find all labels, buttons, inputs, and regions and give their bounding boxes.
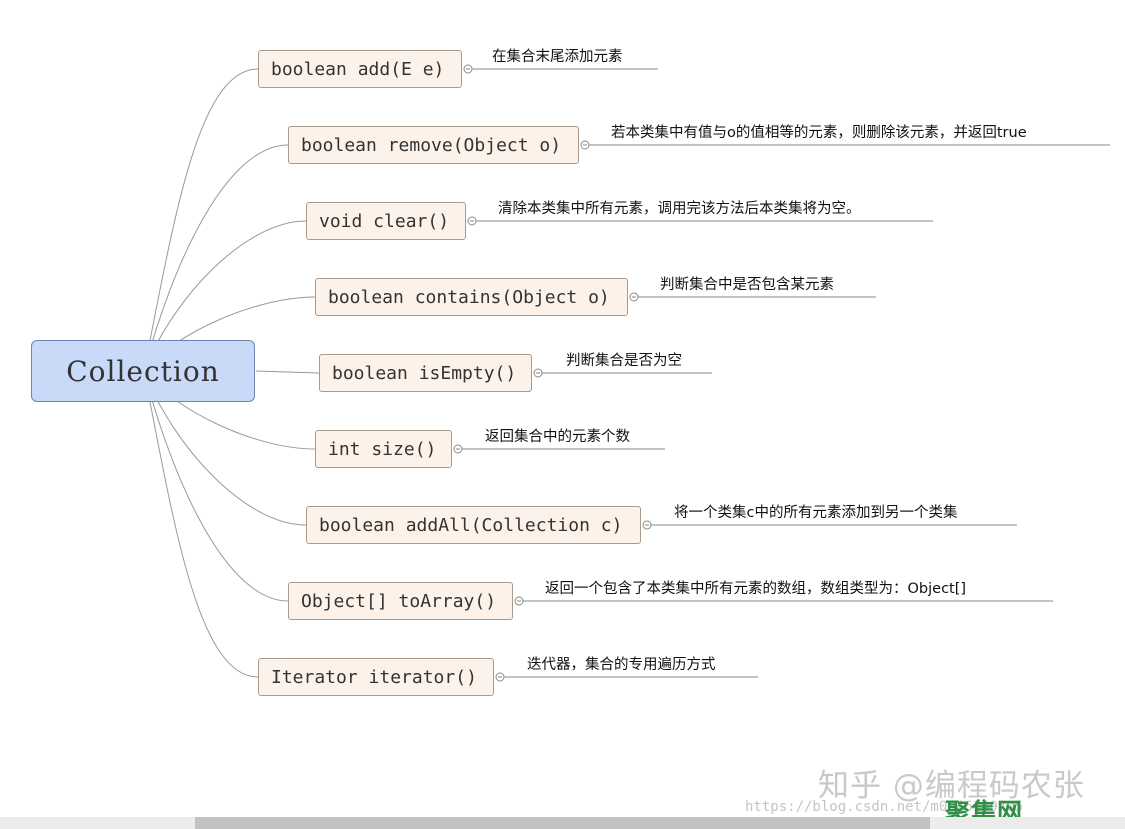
method-node-toarray[interactable]: Object[] toArray()	[288, 582, 513, 620]
method-description-iterator: 迭代器，集合的专用遍历方式	[527, 657, 716, 673]
method-node-add[interactable]: boolean add(E e)	[258, 50, 462, 88]
method-description-remove: 若本类集中有值与o的值相等的元素，则删除该元素，并返回true	[611, 125, 1027, 141]
watermark-url: https://blog.csdn.net/m0_46149705	[745, 799, 1024, 815]
method-node-clear[interactable]: void clear()	[306, 202, 466, 240]
method-node-size[interactable]: int size()	[315, 430, 452, 468]
method-description-clear: 清除本类集中所有元素，调用完该方法后本类集将为空。	[498, 201, 861, 217]
horizontal-scrollbar-thumb[interactable]	[195, 817, 930, 829]
method-node-isempty[interactable]: boolean isEmpty()	[319, 354, 532, 392]
method-description-contains: 判断集合中是否包含某元素	[660, 277, 834, 293]
method-signature: boolean contains(Object o)	[328, 286, 610, 308]
method-description-add: 在集合末尾添加元素	[492, 49, 623, 65]
method-node-contains[interactable]: boolean contains(Object o)	[315, 278, 628, 316]
method-signature: boolean remove(Object o)	[301, 134, 562, 156]
root-node-collection[interactable]: Collection	[31, 340, 255, 402]
branch-connector	[143, 68, 259, 372]
method-node-iterator[interactable]: Iterator iterator()	[258, 658, 494, 696]
method-signature: boolean addAll(Collection c)	[319, 514, 623, 536]
watermark-zhihu: 知乎 @编程码农张	[818, 768, 1085, 804]
branch-connector	[255, 370, 320, 374]
method-description-addall: 将一个类集c中的所有元素添加到另一个类集	[674, 505, 958, 521]
root-node-label: Collection	[66, 354, 220, 388]
branch-connector	[143, 144, 289, 372]
method-signature: Object[] toArray()	[301, 590, 497, 612]
method-description-toarray: 返回一个包含了本类集中所有元素的数组，数组类型为：Object[]	[545, 581, 967, 597]
method-signature: void clear()	[319, 210, 450, 232]
method-signature: boolean add(E e)	[271, 58, 445, 80]
method-description-size: 返回集合中的元素个数	[485, 429, 630, 445]
method-description-isempty: 判断集合是否为空	[566, 353, 682, 369]
branch-connector	[143, 370, 259, 678]
method-node-remove[interactable]: boolean remove(Object o)	[288, 126, 579, 164]
method-signature: Iterator iterator()	[271, 666, 477, 688]
branch-connector	[143, 370, 289, 602]
method-node-addall[interactable]: boolean addAll(Collection c)	[306, 506, 641, 544]
method-signature: boolean isEmpty()	[332, 362, 517, 384]
method-signature: int size()	[328, 438, 437, 460]
